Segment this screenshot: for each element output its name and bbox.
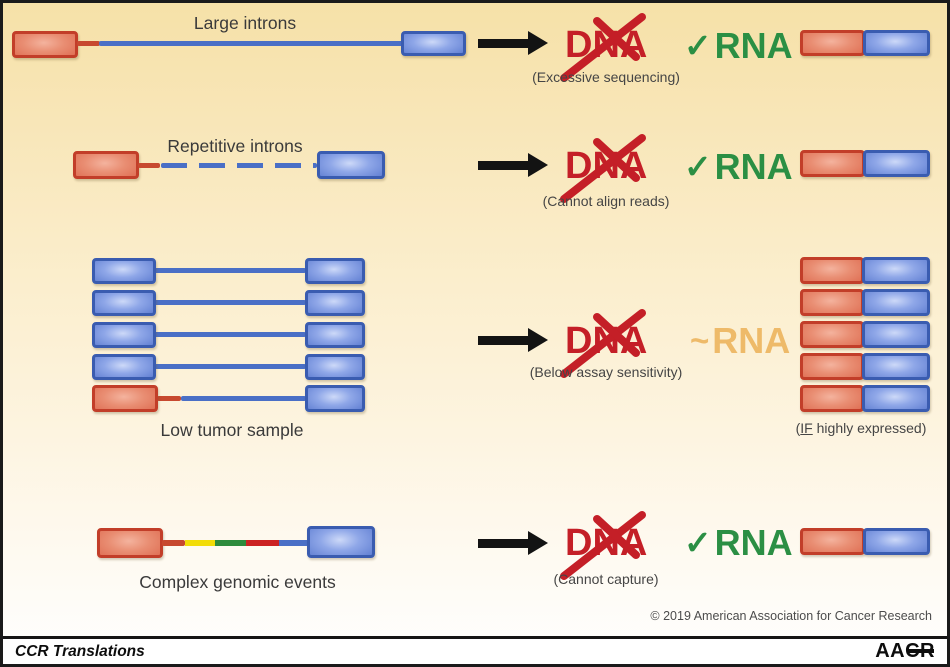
result-exon-red <box>800 289 864 316</box>
arrow-right-icon <box>478 153 548 177</box>
journal-title: CCR Translations <box>15 642 145 660</box>
read-line <box>154 332 306 337</box>
read-exon-blue <box>305 354 365 380</box>
row-label-large-introns: Large introns <box>193 13 297 33</box>
arrow-head <box>528 531 548 555</box>
result-exon-blue <box>863 528 930 555</box>
arrow-head <box>528 31 548 55</box>
read-line <box>181 396 306 401</box>
rna-label: RNA <box>714 146 793 187</box>
row-label-complex-genomic-events: Complex genomic events <box>139 572 336 592</box>
dna-label-crossed: DNA <box>560 13 661 82</box>
dna-note: (Below assay sensitivity) <box>529 364 683 380</box>
arrow-right-icon <box>478 328 548 352</box>
rna-label: RNA <box>714 25 793 66</box>
arrow-shaft <box>478 539 530 548</box>
genomic-segment-green <box>215 540 246 546</box>
result-note: (IF highly expressed) <box>778 420 944 436</box>
aacr-logo-bar <box>907 649 934 653</box>
read-exon-blue <box>92 290 156 316</box>
intron-line <box>99 41 403 46</box>
read-exon-blue <box>305 290 365 316</box>
dna-note: (Cannot align reads) <box>542 193 670 209</box>
genomic-segment-red <box>246 540 279 546</box>
exon-box-blue <box>317 151 385 179</box>
rna-label-group: ✓ RNA <box>684 523 793 563</box>
aacr-logo: AACR <box>875 640 935 663</box>
result-exon-blue <box>863 150 930 177</box>
result-exon-red <box>800 528 865 555</box>
dna-label: DNA <box>565 145 648 187</box>
arrow-shaft <box>478 39 530 48</box>
row-label-repetitive-introns: Repetitive introns <box>167 136 303 156</box>
result-exon-blue <box>862 257 930 284</box>
aacr-logo-text: AACR <box>875 640 935 662</box>
result-note-open: ( <box>795 420 801 436</box>
exon-box-red <box>12 31 78 58</box>
result-exon-red <box>800 30 865 56</box>
exon-box-blue <box>401 31 466 56</box>
dna-note: (Excessive sequencing) <box>532 69 680 85</box>
exon-box-red <box>73 151 139 179</box>
exon-connector-red <box>138 163 160 168</box>
result-exon-blue <box>862 353 930 380</box>
result-exon-red <box>800 385 864 412</box>
exon-box-blue <box>307 526 375 558</box>
genomic-segment-blue <box>279 540 308 546</box>
dna-label: DNA <box>565 522 648 564</box>
arrow-right-icon <box>478 31 548 55</box>
read-exon-blue <box>92 322 156 348</box>
result-exon-blue <box>862 289 930 316</box>
result-note-if: IF <box>800 420 813 436</box>
rna-label-group: ~ RNA <box>690 321 790 361</box>
arrow-right-icon <box>478 531 548 555</box>
row-label-low-tumor-sample: Low tumor sample <box>160 420 304 440</box>
arrow-shaft <box>478 161 530 170</box>
result-exon-red <box>800 150 865 177</box>
dna-label-crossed: DNA <box>560 134 661 203</box>
copyright-text: © 2019 American Association for Cancer R… <box>650 609 932 623</box>
dna-label: DNA <box>565 24 648 66</box>
read-line <box>154 268 306 273</box>
rna-label: RNA <box>714 522 793 563</box>
arrow-shaft <box>478 336 530 345</box>
exon-connector-red <box>77 41 100 46</box>
tilde-icon: ~ <box>690 322 710 359</box>
arrow-head <box>528 328 548 352</box>
read-exon-blue <box>305 258 365 284</box>
repetitive-intron-dashed-line <box>161 163 317 168</box>
dna-label: DNA <box>565 320 648 362</box>
dna-label-crossed: DNA <box>560 511 661 580</box>
result-exon-red <box>800 257 864 284</box>
checkmark-icon: ✓ <box>684 148 712 185</box>
result-exon-blue <box>862 385 930 412</box>
rna-label: RNA <box>712 320 791 361</box>
journal-footer-bar: CCR Translations AACR <box>3 636 947 664</box>
read-exon-blue <box>92 258 156 284</box>
exon-connector-red <box>162 540 185 546</box>
result-exon-blue <box>863 30 930 56</box>
dna-note: (Cannot capture) <box>553 571 659 587</box>
rna-label-group: ✓ RNA <box>684 26 793 66</box>
read-exon-blue <box>305 322 365 348</box>
tumor-read-exon-red <box>92 385 158 412</box>
result-exon-blue <box>862 321 930 348</box>
read-line <box>154 364 306 369</box>
checkmark-icon: ✓ <box>684 27 712 64</box>
read-exon-blue <box>305 385 365 412</box>
dna-label-crossed: DNA <box>560 309 661 378</box>
read-exon-blue <box>92 354 156 380</box>
read-line <box>154 300 306 305</box>
result-exon-red <box>800 321 864 348</box>
result-note-rest: highly expressed) <box>812 420 927 436</box>
exon-box-red <box>97 528 163 558</box>
tumor-read-connector-red <box>157 396 181 401</box>
arrow-head <box>528 153 548 177</box>
result-exon-red <box>800 353 864 380</box>
genomic-segment-yellow <box>185 540 215 546</box>
rna-label-group: ✓ RNA <box>684 147 793 187</box>
checkmark-icon: ✓ <box>684 524 712 561</box>
